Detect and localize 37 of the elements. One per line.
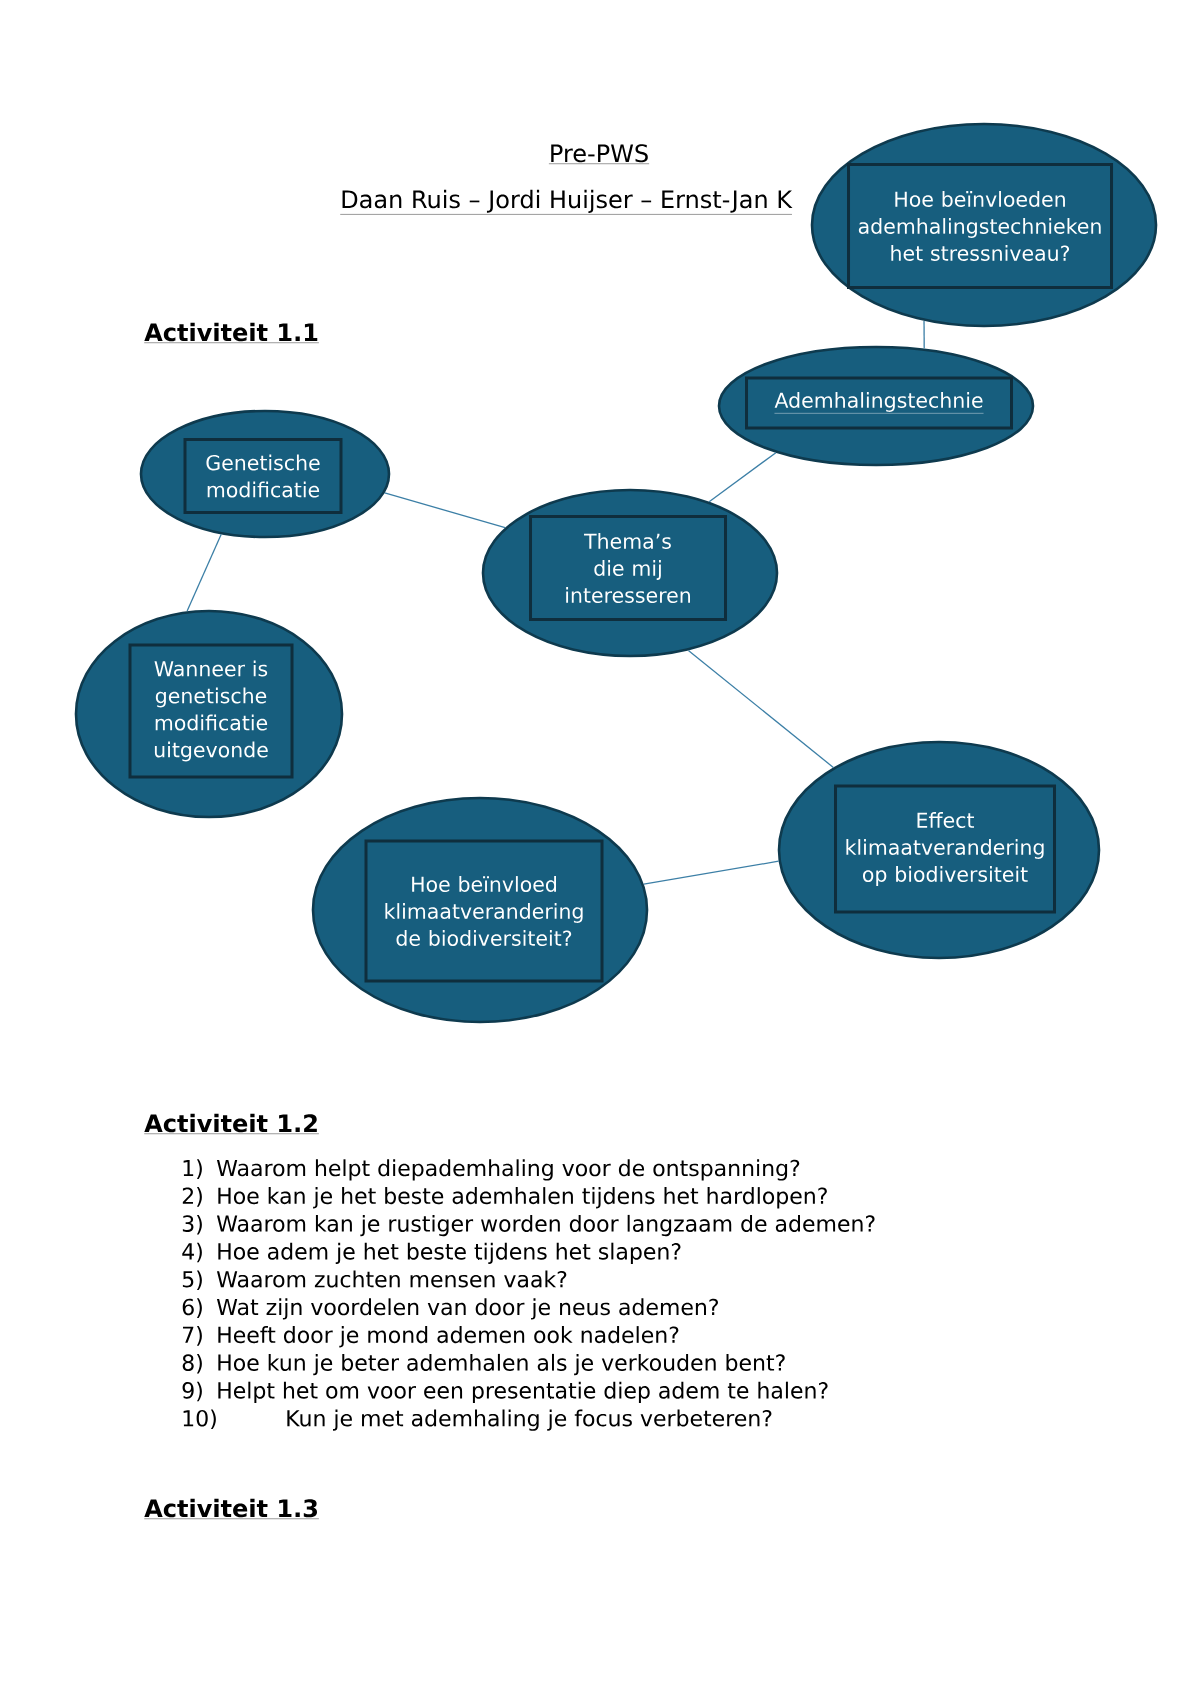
list-number: 10)	[183, 1409, 216, 1430]
question-text: Heeft door je mond ademen ook nadelen?	[218, 1326, 679, 1348]
topic-bubble: Hoe beïnvloed klimaatverandering de biodiversiteit?	[311, 796, 649, 1024]
topic-bubble: Thema’s die mij interesseren	[481, 488, 779, 658]
list-number: 8)	[182, 1353, 202, 1374]
question-text: Wat zijn voordelen van door je neus ademen?	[216, 1298, 718, 1320]
question-text: Hoe kan je het beste ademhalen tijdens het hardlopen?	[218, 1187, 827, 1209]
question-text: Hoe kun je beter ademhalen als je verkouden bent?	[218, 1353, 785, 1376]
question-text: Hoe adem je het beste tijdens het slapen?	[218, 1242, 681, 1264]
topic-bubble: Effect klimaatverandering op biodiversiteit	[777, 740, 1101, 960]
question-text: Helpt het om voor een presentatie diep adem te halen?	[218, 1381, 828, 1403]
list-number: 5)	[182, 1270, 202, 1291]
connector-line	[643, 860, 780, 885]
connector-line	[708, 452, 777, 503]
list-number: 9)	[182, 1381, 202, 1402]
topic-bubble: Ademhalingstechnie	[717, 345, 1035, 467]
question-text: Waarom helpt diepademhaling voor de ontspanning?	[216, 1159, 800, 1181]
list-number: 6)	[182, 1298, 202, 1318]
page-title: Pre-PWS	[548, 144, 650, 164]
topic-bubble: Genetische modificatie	[139, 409, 391, 539]
section-heading: Activiteit 1.1	[144, 322, 320, 343]
list-number: 3)	[182, 1214, 202, 1235]
connector-line	[923, 320, 925, 350]
question-text: Waarom zuchten mensen vaak?	[216, 1270, 567, 1288]
connector-line	[186, 533, 222, 612]
list-number: 1)	[183, 1159, 202, 1179]
connector-line	[687, 649, 834, 769]
topic-bubble: Wanneer is genetische modificatie uitgevonde	[74, 609, 344, 819]
question-text: Waarom kan je rustiger worden door langzaam de ademen?	[216, 1214, 875, 1237]
section-heading: Activiteit 1.2	[144, 1113, 320, 1134]
topic-bubble: Hoe beïnvloeden ademhalingstechnieken het stressniveau?	[810, 122, 1158, 328]
section-heading: Activiteit 1.3	[144, 1498, 320, 1519]
list-number: 4)	[182, 1242, 202, 1263]
question-text: Kun je met ademhaling je focus verbeteren?	[287, 1409, 772, 1431]
list-number: 2)	[182, 1187, 202, 1207]
connector-line	[384, 492, 506, 529]
list-number: 7)	[183, 1326, 202, 1346]
